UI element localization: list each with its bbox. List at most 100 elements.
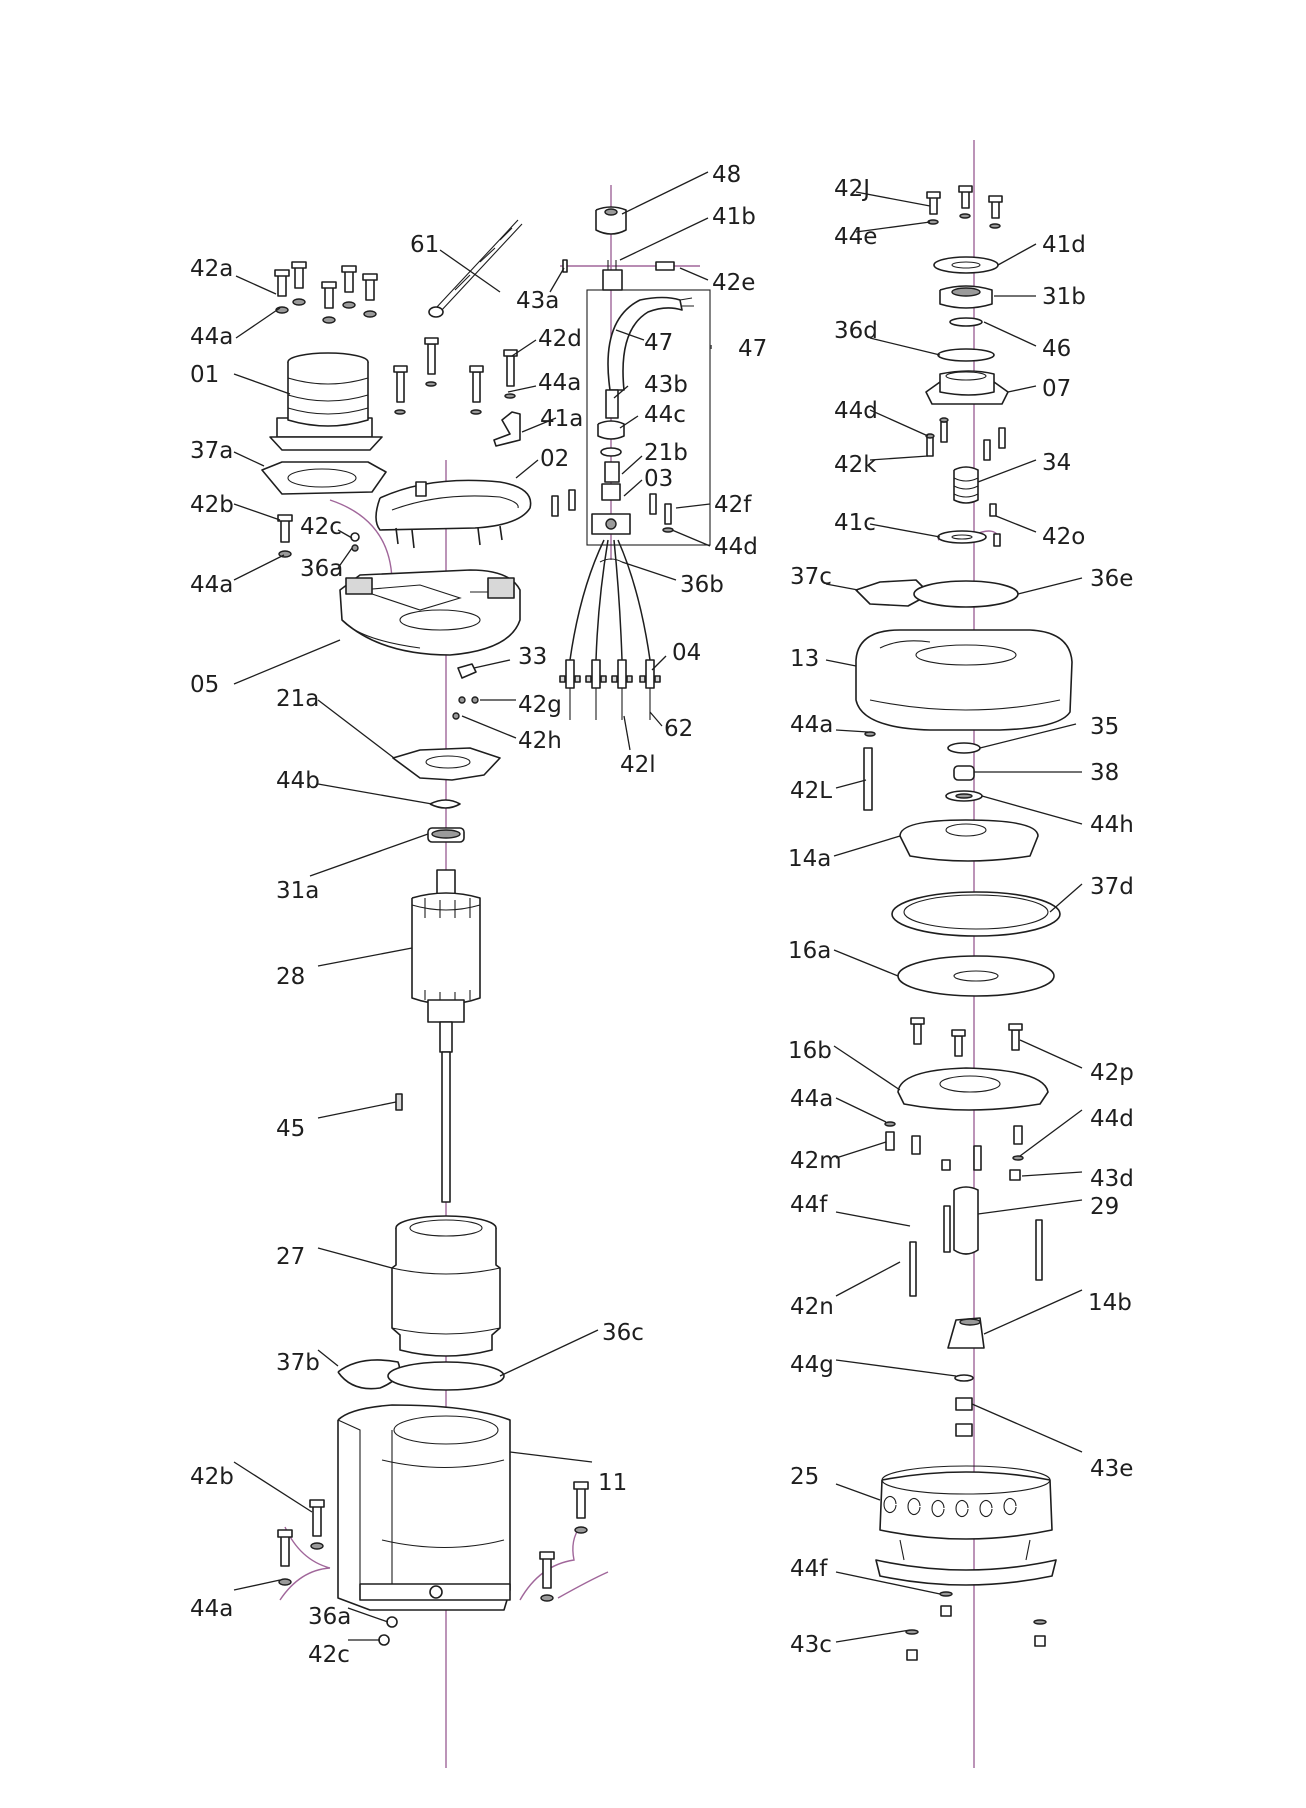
label-31a: 31a [276, 878, 319, 904]
part-27-stator [391, 1215, 501, 1357]
label-44e: 44e [834, 224, 877, 250]
label-44d: 44d [834, 398, 878, 424]
part-07-bearing-housing [925, 370, 1009, 405]
label-42c: 42c [300, 514, 342, 540]
label-47: 47 [738, 336, 767, 362]
label-16b: 16b [788, 1038, 832, 1064]
part-14a-impeller [899, 819, 1039, 862]
part-44b-31a [427, 799, 465, 843]
part-21a-plate [392, 747, 501, 781]
label-42k: 42k [834, 452, 877, 478]
label-44d: 44d [714, 534, 758, 560]
leader-lines [233, 171, 1083, 1643]
label-42m: 42m [790, 1148, 842, 1174]
label-44f: 44f [790, 1192, 828, 1218]
label-42h: 42h [518, 728, 562, 754]
part-01-housing [269, 352, 383, 451]
label-21a: 21a [276, 686, 319, 712]
label-42e: 42e [712, 270, 755, 296]
part-48-plug [595, 206, 627, 235]
bolts-42b-lower [277, 1481, 589, 1646]
label-46: 46 [1042, 336, 1071, 362]
label-43d: 43d [1090, 1166, 1134, 1192]
label-28: 28 [276, 964, 305, 990]
part-labels: 48 41b 42e 43a 61 42a 44a 42d 44a 01 47 … [190, 162, 1134, 1668]
part-37c-36e-rings [855, 579, 1019, 608]
label-14b: 14b [1088, 1290, 1132, 1316]
part-44a-42L [863, 731, 876, 811]
label-38: 38 [1090, 760, 1119, 786]
label-36b: 36b [680, 572, 724, 598]
label-36a: 36a [308, 1604, 351, 1630]
label-44a: 44a [538, 370, 581, 396]
part-13-volute [855, 629, 1073, 731]
label-42p: 42p [1090, 1060, 1134, 1086]
part-61-chain [428, 219, 523, 318]
label-44h: 44h [1090, 812, 1134, 838]
label-36c: 36c [602, 1320, 644, 1346]
label-45: 45 [276, 1116, 305, 1142]
label-33: 33 [518, 644, 547, 670]
part-41a-bracket [493, 411, 521, 447]
label-37b: 37b [276, 1350, 320, 1376]
label-36d: 36d [834, 318, 878, 344]
label-48: 48 [712, 162, 741, 188]
label-11: 11 [598, 1470, 627, 1496]
label-47: 47 [644, 330, 673, 356]
label-41d: 41d [1042, 232, 1086, 258]
label-37a: 37a [190, 438, 233, 464]
label-42b: 42b [190, 492, 234, 518]
part-44g-43e [954, 1374, 974, 1437]
label-44a: 44a [790, 1086, 833, 1112]
label-34: 34 [1042, 450, 1071, 476]
bolts-42d [393, 337, 518, 415]
label-42o: 42o [1042, 524, 1085, 550]
label-05: 05 [190, 672, 219, 698]
label-44a: 44a [190, 572, 233, 598]
part-29-shaft-sleeve [909, 1186, 1043, 1297]
label-02: 02 [540, 446, 569, 472]
label-42J: 42J [834, 176, 870, 202]
part-14b-inducer [947, 1317, 985, 1349]
label-44d: 44d [1090, 1106, 1134, 1132]
part-37d-gasket [891, 891, 1061, 937]
label-25: 25 [790, 1464, 819, 1490]
label-37d: 37d [1090, 874, 1134, 900]
bolts-42p [910, 1017, 1023, 1057]
label-42g: 42g [518, 692, 562, 718]
label-42b: 42b [190, 1464, 234, 1490]
label-43c: 43c [790, 1632, 832, 1658]
label-21b: 21b [644, 440, 688, 466]
part-41d-31b-46-36d [933, 256, 999, 362]
label-44a: 44a [790, 712, 833, 738]
bolts-42J [926, 185, 1003, 229]
label-42d: 42d [538, 326, 582, 352]
label-36e: 36e [1090, 566, 1133, 592]
bolts-42k [925, 417, 1006, 461]
part-28-rotor [395, 869, 481, 1203]
label-61: 61 [410, 232, 439, 258]
part-11-housing [337, 1404, 511, 1611]
label-44f: 44f [790, 1556, 828, 1582]
label-44c: 44c [644, 402, 686, 428]
label-37c: 37c [790, 564, 832, 590]
label-44g: 44g [790, 1352, 834, 1378]
part-37b-36c-rings [337, 1359, 505, 1391]
part-41c-42o [937, 503, 1001, 547]
part-16b-suction-cover [897, 1067, 1049, 1111]
label-42n: 42n [790, 1294, 834, 1320]
label-62: 62 [664, 716, 693, 742]
label-44b: 44b [276, 768, 320, 794]
label-42l: 42l [620, 752, 656, 778]
part-25-strainer [875, 1465, 1057, 1586]
part-41b-43a-42e [562, 259, 675, 291]
bolts-42a [274, 261, 378, 324]
label-29: 29 [1090, 1194, 1119, 1220]
label-41b: 41b [712, 204, 756, 230]
label-04: 04 [672, 640, 701, 666]
label-03: 03 [644, 466, 673, 492]
part-34-seal [953, 466, 979, 504]
label-41c: 41c [834, 510, 876, 536]
label-07: 07 [1042, 376, 1071, 402]
